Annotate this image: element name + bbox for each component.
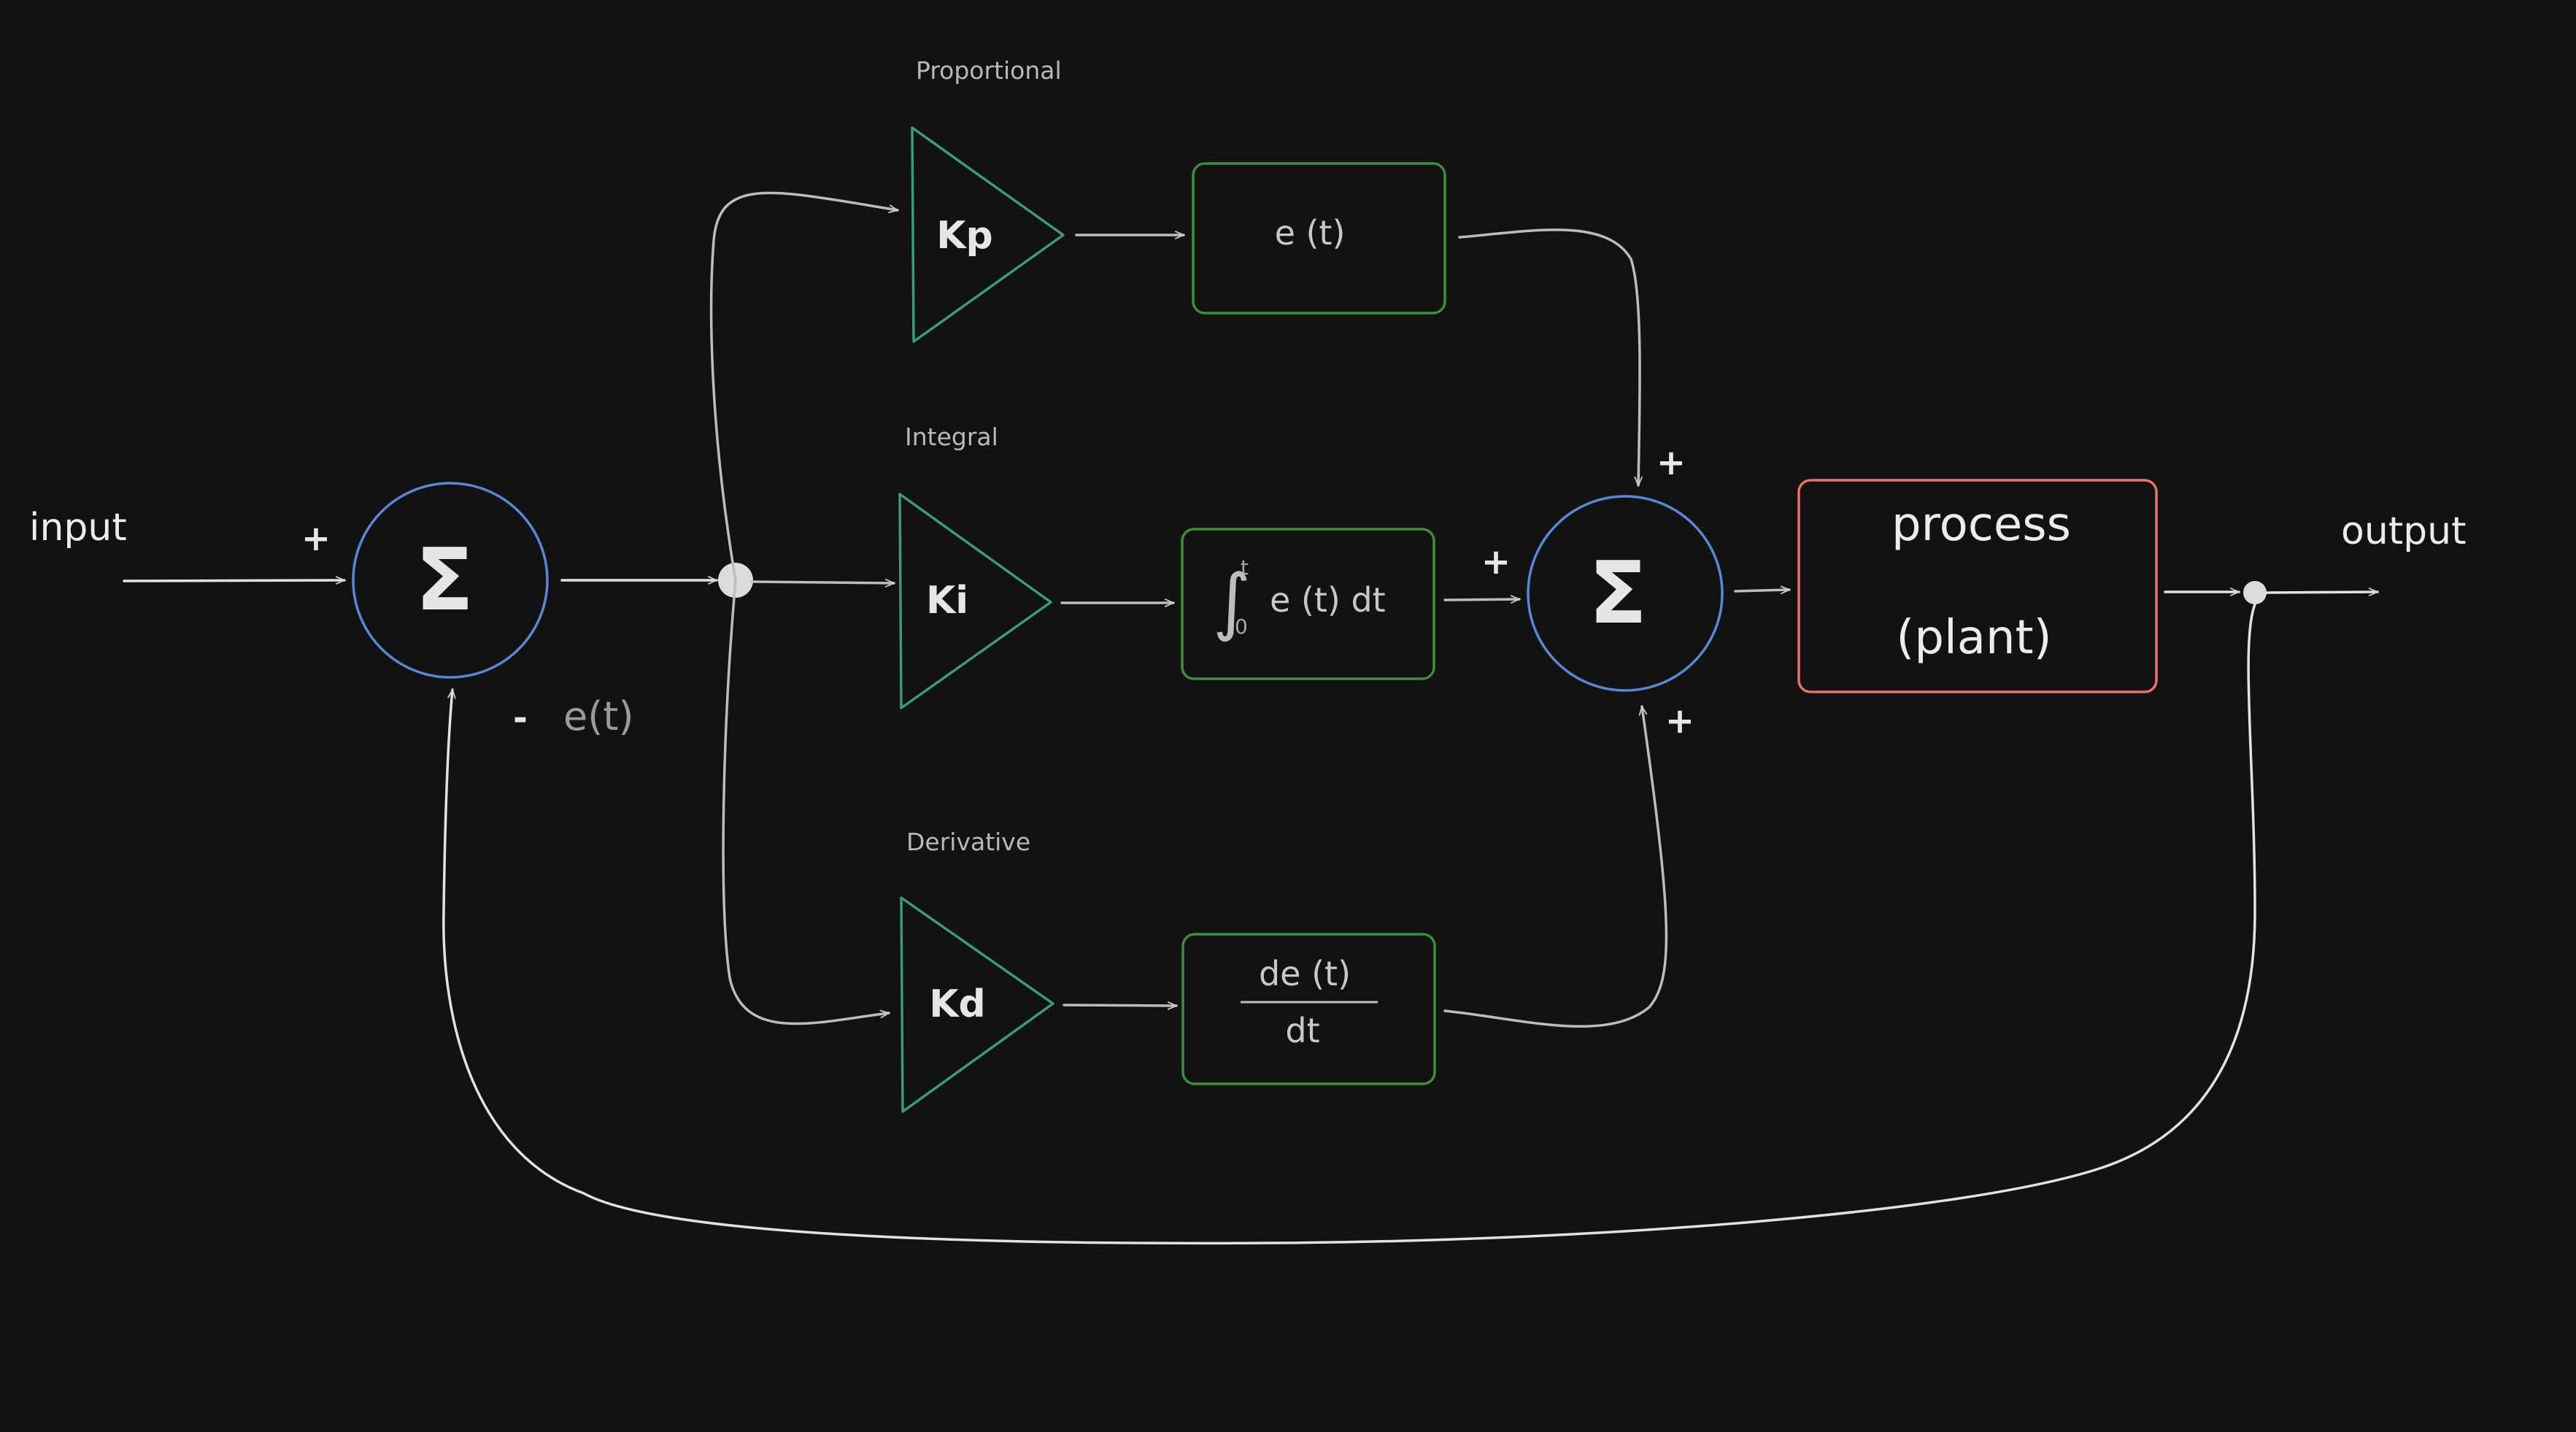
gain-kd: Kd [900, 896, 1054, 1113]
process-rect [1797, 479, 2158, 693]
error-label: e(t) [563, 693, 634, 739]
derivative-term-rect [1181, 933, 1436, 1085]
gain-kp: Kp [911, 126, 1065, 343]
ki-triangle [898, 493, 1052, 709]
integral-term-text: e (t) dt [1270, 580, 1386, 620]
integral-lower-limit: 0 [1235, 615, 1248, 639]
kd-to-term-arrow [1063, 1001, 1178, 1010]
sum-2-circle [1527, 495, 1724, 692]
output-node [2243, 581, 2267, 604]
sum-to-process-arrow [1734, 585, 1791, 595]
proportional-label: Proportional [916, 56, 1062, 85]
proportional-term-rect [1192, 162, 1446, 315]
derivative-numerator: de (t) [1259, 954, 1351, 993]
derivative-term-box: de (t) dt [1181, 933, 1436, 1085]
output-label: output [2341, 509, 2467, 553]
process-label: process [1891, 498, 2071, 552]
input-label: input [29, 506, 127, 550]
integral-upper-limit: t [1241, 555, 1249, 580]
output-arrow [2265, 588, 2379, 596]
sum-1-plus-sign: + [301, 518, 331, 559]
branch-to-kp [709, 191, 899, 582]
input-arrow [123, 576, 346, 585]
kp-label: Kp [936, 214, 993, 258]
kp-triangle [911, 126, 1065, 343]
gain-ki: Ki [898, 493, 1052, 709]
kd-triangle [900, 896, 1054, 1113]
process-plant-box: process (plant) [1797, 479, 2158, 693]
summing-junction-1: Σ [352, 482, 549, 679]
integral-term-rect [1181, 528, 1435, 680]
sum-1-sigma: Σ [415, 529, 474, 630]
sum-2-plus-bottom: + [1665, 701, 1694, 742]
proportional-to-sum-wire [1458, 228, 1643, 487]
sum-2-plus-top: + [1657, 442, 1686, 483]
derivative-to-sum-wire [1443, 705, 1668, 1028]
sum-2-sigma: Σ [1589, 542, 1648, 643]
branch-to-ki [750, 579, 895, 588]
sum-1-circle [352, 482, 549, 679]
summing-junction-2: Σ [1527, 495, 1724, 692]
integral-symbol: ∫ [1213, 558, 1251, 644]
proportional-term-box: e (t) [1192, 162, 1446, 315]
feedback-path [442, 603, 2256, 1245]
derivative-denominator: dt [1285, 1011, 1319, 1050]
integral-label: Integral [905, 423, 998, 451]
kd-label: Kd [929, 982, 986, 1026]
derivative-label: Derivative [906, 828, 1030, 856]
ki-label: Ki [926, 579, 968, 623]
branch-to-kd [722, 579, 890, 1025]
plant-label: (plant) [1896, 611, 2051, 665]
integral-term-box: ∫ t 0 e (t) dt [1181, 528, 1435, 680]
sum-2-plus-left: + [1481, 542, 1511, 582]
sum-1-minus-sign: - [513, 698, 528, 739]
proportional-term-text: e (t) [1275, 213, 1346, 253]
integral-to-sum-wire [1443, 595, 1521, 604]
